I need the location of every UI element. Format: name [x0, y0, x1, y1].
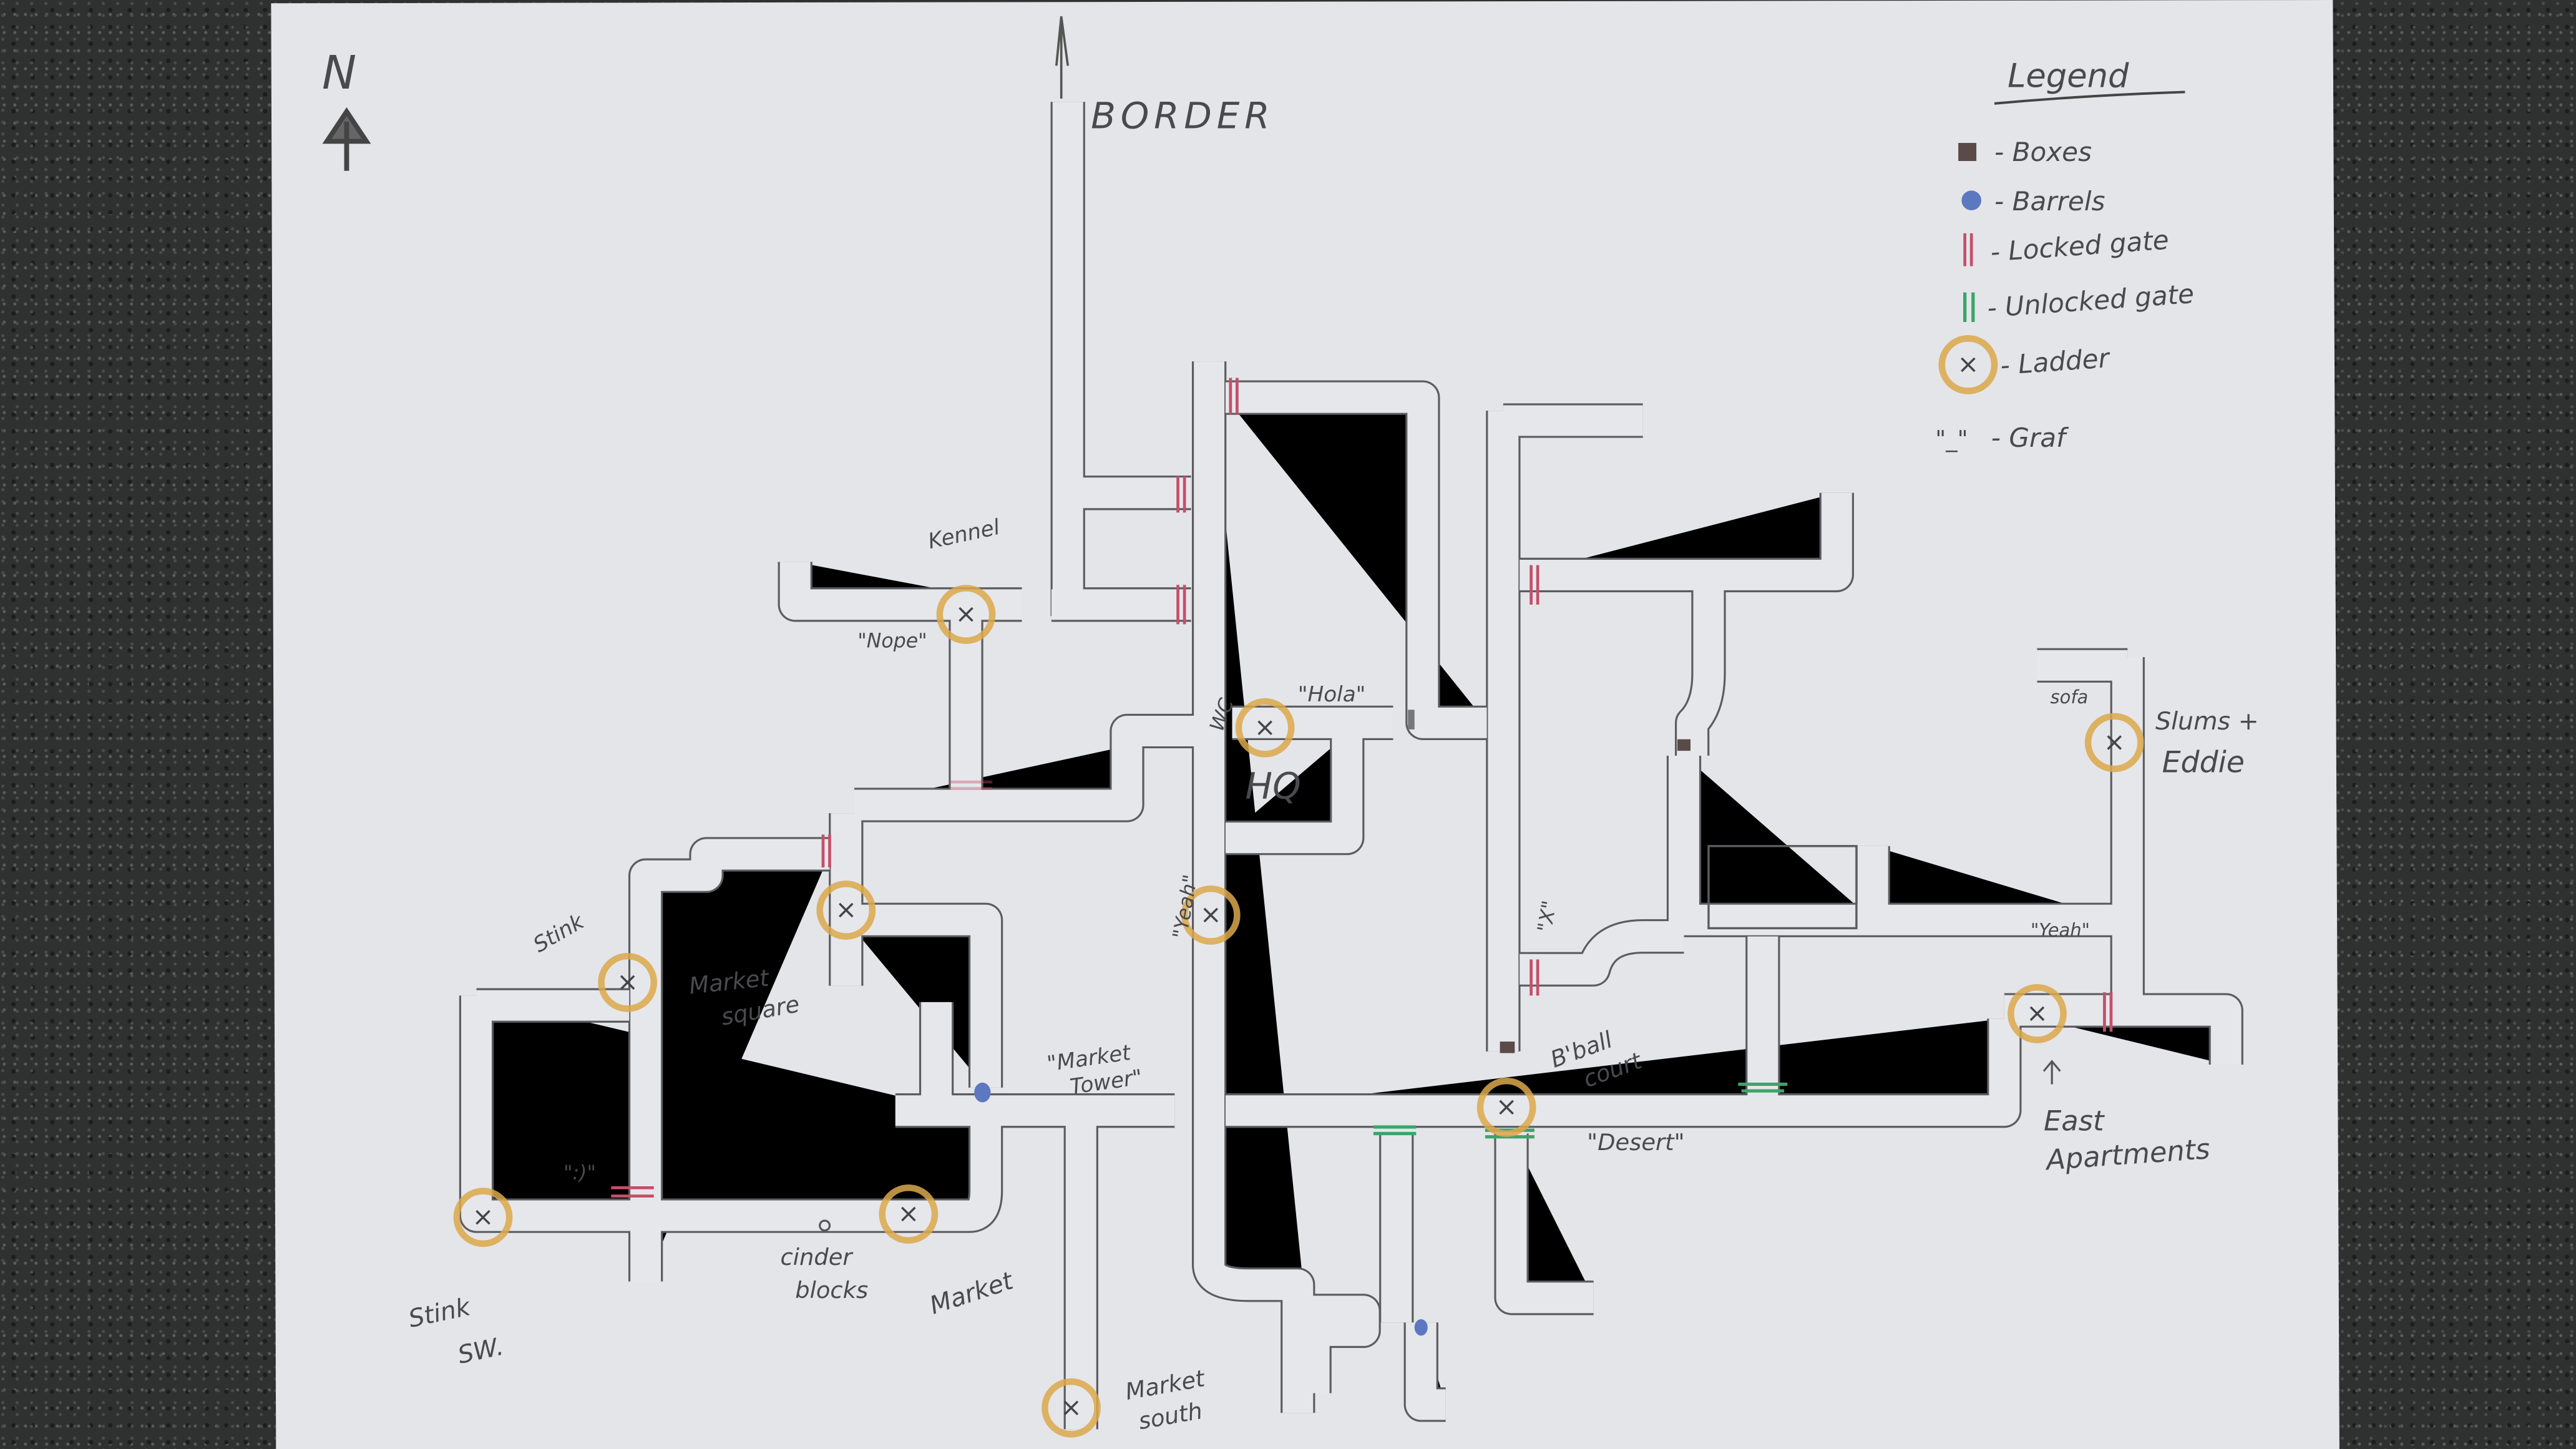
label-x-graf: "X" — [1534, 899, 1561, 934]
label-nope: "Nope" — [857, 630, 927, 652]
legend-boxes: - Boxes — [1994, 137, 2092, 167]
label-desert: "Desert" — [1587, 1129, 1684, 1156]
barrel-icon — [974, 1082, 991, 1103]
label-east-apts-1: East — [2044, 1104, 2105, 1137]
locked-gates — [611, 378, 2113, 1198]
arrow-icon — [2042, 1060, 2061, 1085]
label-hola: "Hola" — [1298, 682, 1366, 707]
legend: Legend - Boxes - Barrels - Locked gate -… — [1935, 57, 2195, 454]
label-slums-2: Eddie — [2162, 745, 2245, 779]
label-slums-1: Slums + — [2155, 707, 2259, 736]
locked-gate-icon — [611, 1186, 654, 1198]
unlocked-gate-icon — [1963, 292, 1975, 322]
locked-gate-icon — [821, 834, 831, 868]
unlocked-gate-icon — [1373, 1125, 1417, 1136]
box-icon — [1958, 143, 1977, 161]
box-icon — [1408, 710, 1415, 729]
box-icon — [1677, 739, 1690, 751]
locked-gate-icon — [1176, 585, 1186, 625]
box-icon — [1500, 1042, 1515, 1053]
unlocked-gate-icon — [1738, 1082, 1788, 1093]
barrel-icon — [1414, 1319, 1428, 1336]
north-arrow: N — [322, 47, 371, 171]
locked-gate-icon — [1963, 233, 1973, 266]
locked-gate-icon — [1530, 959, 1539, 996]
legend-barrels: - Barrels — [1994, 186, 2105, 217]
label-hq: HQ — [1246, 764, 1301, 807]
label-smiley-graf: ":)" — [564, 1162, 596, 1184]
locked-gate-icon — [1229, 378, 1239, 414]
label-sofa: sofa — [2051, 686, 2089, 708]
locked-gate-icon — [1176, 476, 1186, 513]
cinder-block-icon — [819, 1219, 831, 1232]
label-cinder-1: cinder — [781, 1244, 854, 1271]
legend-underline — [1994, 90, 2185, 105]
north-letter: N — [322, 47, 356, 100]
locked-gate-icon — [1530, 565, 1539, 605]
label-cinder-2: blocks — [795, 1277, 868, 1304]
legend-graf-symbol: "_" — [1935, 426, 1968, 452]
legend-graf: - Graf — [1991, 422, 2069, 453]
label-yeah-east: "Yeah" — [2031, 920, 2090, 941]
barrel-icon — [1961, 190, 1981, 210]
locked-gate-icon — [2103, 992, 2113, 1032]
border-label: BORDER — [1091, 94, 1274, 137]
north-arrow-icon — [322, 107, 371, 171]
locked-gate-icon — [949, 780, 993, 791]
border-arrow-icon — [1055, 16, 1070, 99]
legend-title: Legend — [2008, 57, 2129, 95]
